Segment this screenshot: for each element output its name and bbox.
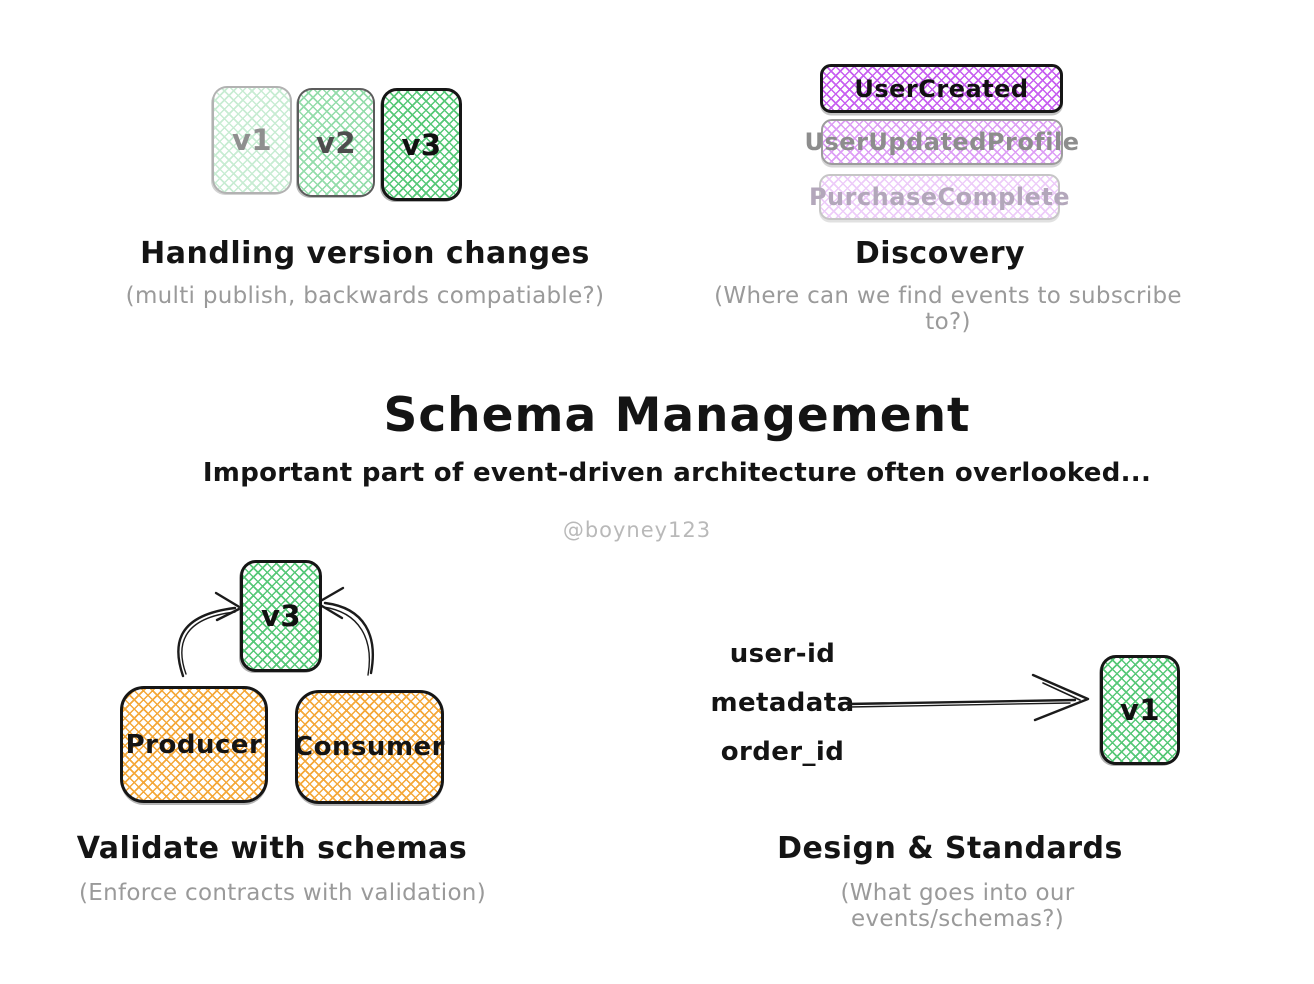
event-pill-usercreated: UserCreated xyxy=(820,64,1063,113)
design-title: Design & Standards xyxy=(777,831,1123,866)
author-credit: @boyney123 xyxy=(562,518,712,542)
discovery-subtitle: (Where can we find events to subscribe t… xyxy=(714,283,1182,335)
versioning-title: Handling version changes xyxy=(140,236,590,271)
version-card-v2-label: v2 xyxy=(315,125,357,160)
design-schema-card: v1 xyxy=(1100,655,1180,765)
page-subtitle: Important part of event-driven architect… xyxy=(202,458,1152,488)
event-field-metadata: metadata xyxy=(710,688,855,718)
discovery-title: Discovery xyxy=(854,236,1026,271)
consumer-box: Consumer xyxy=(294,690,445,804)
producer-label: Producer xyxy=(125,729,263,760)
event-field-user-id: user-id xyxy=(729,639,836,669)
event-pill-userupdatedprofile: UserUpdatedProfile xyxy=(805,119,1079,165)
version-card-v1-label: v1 xyxy=(231,123,273,157)
validation-title: Validate with schemas xyxy=(76,831,468,866)
consumer-label: Consumer xyxy=(294,732,445,762)
event-pill-purchasecomplete: PurchaseComplete xyxy=(809,174,1070,220)
event-field-order-id: order_id xyxy=(720,737,845,767)
event-pill-userupdatedprofile-label: UserUpdatedProfile xyxy=(804,128,1080,156)
producer-box: Producer xyxy=(120,686,268,803)
event-pill-usercreated-label: UserCreated xyxy=(854,74,1029,103)
validation-schema-card-label: v3 xyxy=(260,599,302,633)
page-title: Schema Management xyxy=(383,388,971,443)
design-schema-card-label: v1 xyxy=(1119,693,1161,727)
version-card-v3: v3 xyxy=(381,88,462,201)
event-pill-purchasecomplete-label: PurchaseComplete xyxy=(808,183,1071,211)
validation-subtitle: (Enforce contracts with validation) xyxy=(79,880,486,906)
metadata-to-schema-arrow xyxy=(845,673,1090,722)
versioning-subtitle: (multi publish, backwards compatiable?) xyxy=(125,283,605,309)
validation-schema-card: v3 xyxy=(240,560,322,672)
version-card-v3-label: v3 xyxy=(401,127,442,162)
version-card-v2: v2 xyxy=(297,88,375,197)
version-card-v1: v1 xyxy=(212,86,292,194)
design-subtitle: (What goes into our events/schemas?) xyxy=(840,880,1075,932)
